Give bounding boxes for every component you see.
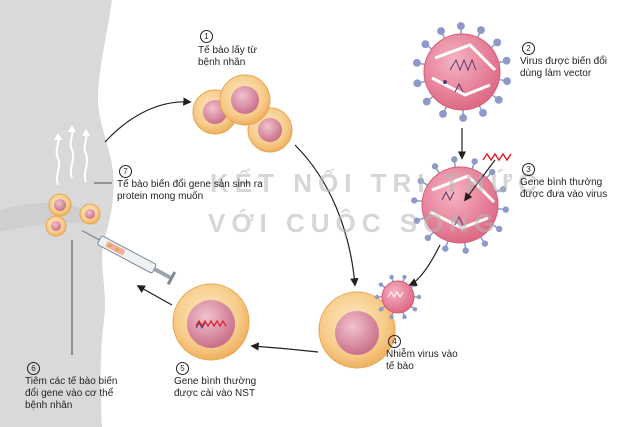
virus-spike-tip bbox=[488, 168, 496, 176]
step-1-label-line-2: bệnh nhân bbox=[198, 57, 246, 68]
virus-spike-tip bbox=[413, 217, 420, 224]
cell-with-inserted-gene bbox=[172, 283, 250, 361]
modified-cells-in-body bbox=[45, 193, 101, 237]
step-3-label-line-1: Gene bình thường bbox=[520, 177, 603, 188]
virus-spike-tip bbox=[462, 247, 469, 254]
virus-spike-tip bbox=[378, 307, 384, 312]
virus-spike-tip bbox=[402, 314, 407, 320]
arrow-infection-to-insert bbox=[250, 342, 319, 353]
gene-insertion-arrow bbox=[463, 159, 496, 202]
virus-spike-tip bbox=[456, 22, 465, 30]
virus-spike-tip bbox=[389, 274, 394, 280]
virus-spike-tip bbox=[378, 282, 384, 287]
infected-cell bbox=[318, 274, 422, 369]
virus-spike-tip bbox=[442, 245, 449, 252]
virus-spike-tip bbox=[503, 77, 512, 86]
step-4-label-line-1: Nhiễm virus vào bbox=[386, 349, 458, 360]
step-4-label-line-2: tế bào bbox=[386, 361, 414, 372]
virus-spike-tip bbox=[421, 40, 430, 49]
virus-spike-tip bbox=[417, 177, 424, 185]
step-1-label-line-1: Tế bào lấy từ bbox=[198, 45, 257, 56]
viral-vector bbox=[412, 22, 512, 122]
virus-spike-tip bbox=[402, 274, 407, 280]
viral-vector-with-gene bbox=[411, 156, 509, 254]
arrow-body-to-cells bbox=[104, 97, 192, 143]
step-6-label-line-3: bệnh nhân bbox=[25, 400, 73, 411]
virus-spike-tip bbox=[502, 56, 511, 65]
normal-gene-fragment bbox=[482, 152, 512, 162]
step-6-label-line-2: đổi gene vào cơ thể bbox=[25, 388, 114, 399]
step-5-label-line-2: được cài vào NST bbox=[174, 388, 256, 399]
virus-spike-tip bbox=[459, 114, 468, 122]
virus-spike-tip bbox=[451, 156, 458, 163]
watermark-line-2: VỚI CUỘC SỐNG bbox=[208, 208, 501, 238]
virus-spike-tip bbox=[500, 186, 507, 193]
patient-cells-group bbox=[192, 74, 293, 153]
virus-spike-tip bbox=[494, 95, 503, 104]
virus-spike-tip bbox=[496, 225, 503, 233]
virus-spike-tip bbox=[471, 158, 478, 165]
patient-arm bbox=[0, 202, 98, 232]
step-4-number: 4 bbox=[388, 335, 401, 348]
arrow-cells-to-infection bbox=[294, 144, 359, 287]
virus-spike-tip bbox=[476, 26, 485, 35]
virus-spike-tip bbox=[422, 97, 431, 106]
virus-spike-tip bbox=[431, 163, 439, 170]
step-2-label-line-1: Virus được biến đổi bbox=[520, 56, 608, 67]
step-1-number: 1 bbox=[200, 30, 213, 43]
virus-spike-tip bbox=[416, 294, 422, 300]
virus-spike-tip bbox=[502, 206, 509, 213]
virus-spike-tip bbox=[424, 234, 432, 242]
step-7-number: 7 bbox=[119, 165, 132, 178]
arrow-insert-to-syringe bbox=[136, 285, 173, 306]
virus-spike-tip bbox=[493, 38, 502, 47]
virus-spike-tip bbox=[437, 27, 445, 36]
step-7-label-line-1: Tế bào biến đổi gene sản sinh ra bbox=[117, 179, 263, 190]
virus-spike-tip bbox=[389, 314, 394, 320]
virus-spike-tip bbox=[374, 294, 380, 300]
step-3-number: 3 bbox=[522, 163, 535, 176]
step-6-number: 6 bbox=[27, 362, 40, 375]
virus-spike-tip bbox=[412, 58, 421, 67]
arrow-virus3-to-cell bbox=[408, 244, 441, 286]
step-2-label-line-2: dùng làm vector bbox=[520, 68, 592, 79]
virus-spike-tip bbox=[412, 307, 418, 312]
virus-spike-tip bbox=[481, 240, 489, 247]
virus-spike-tip bbox=[411, 197, 418, 204]
virus-spike-tip bbox=[439, 109, 448, 118]
virus-spike-tip bbox=[413, 79, 422, 88]
step-7-label-line-2: protein mong muốn bbox=[117, 191, 204, 202]
step-2-number: 2 bbox=[522, 42, 535, 55]
step-3-label-line-2: được đưa vào virus bbox=[520, 189, 608, 200]
syringe-icon bbox=[81, 230, 177, 286]
virus-spike-tip bbox=[479, 108, 487, 117]
step-6-label-line-1: Tiêm các tế bào biến bbox=[25, 376, 118, 387]
protein-waves-icon bbox=[55, 129, 89, 186]
step-5-label-line-1: Gene bình thường bbox=[174, 376, 257, 387]
step-5-number: 5 bbox=[176, 362, 189, 375]
watermark-line-1: KẾT NỐI TRI THỨC bbox=[210, 168, 543, 198]
